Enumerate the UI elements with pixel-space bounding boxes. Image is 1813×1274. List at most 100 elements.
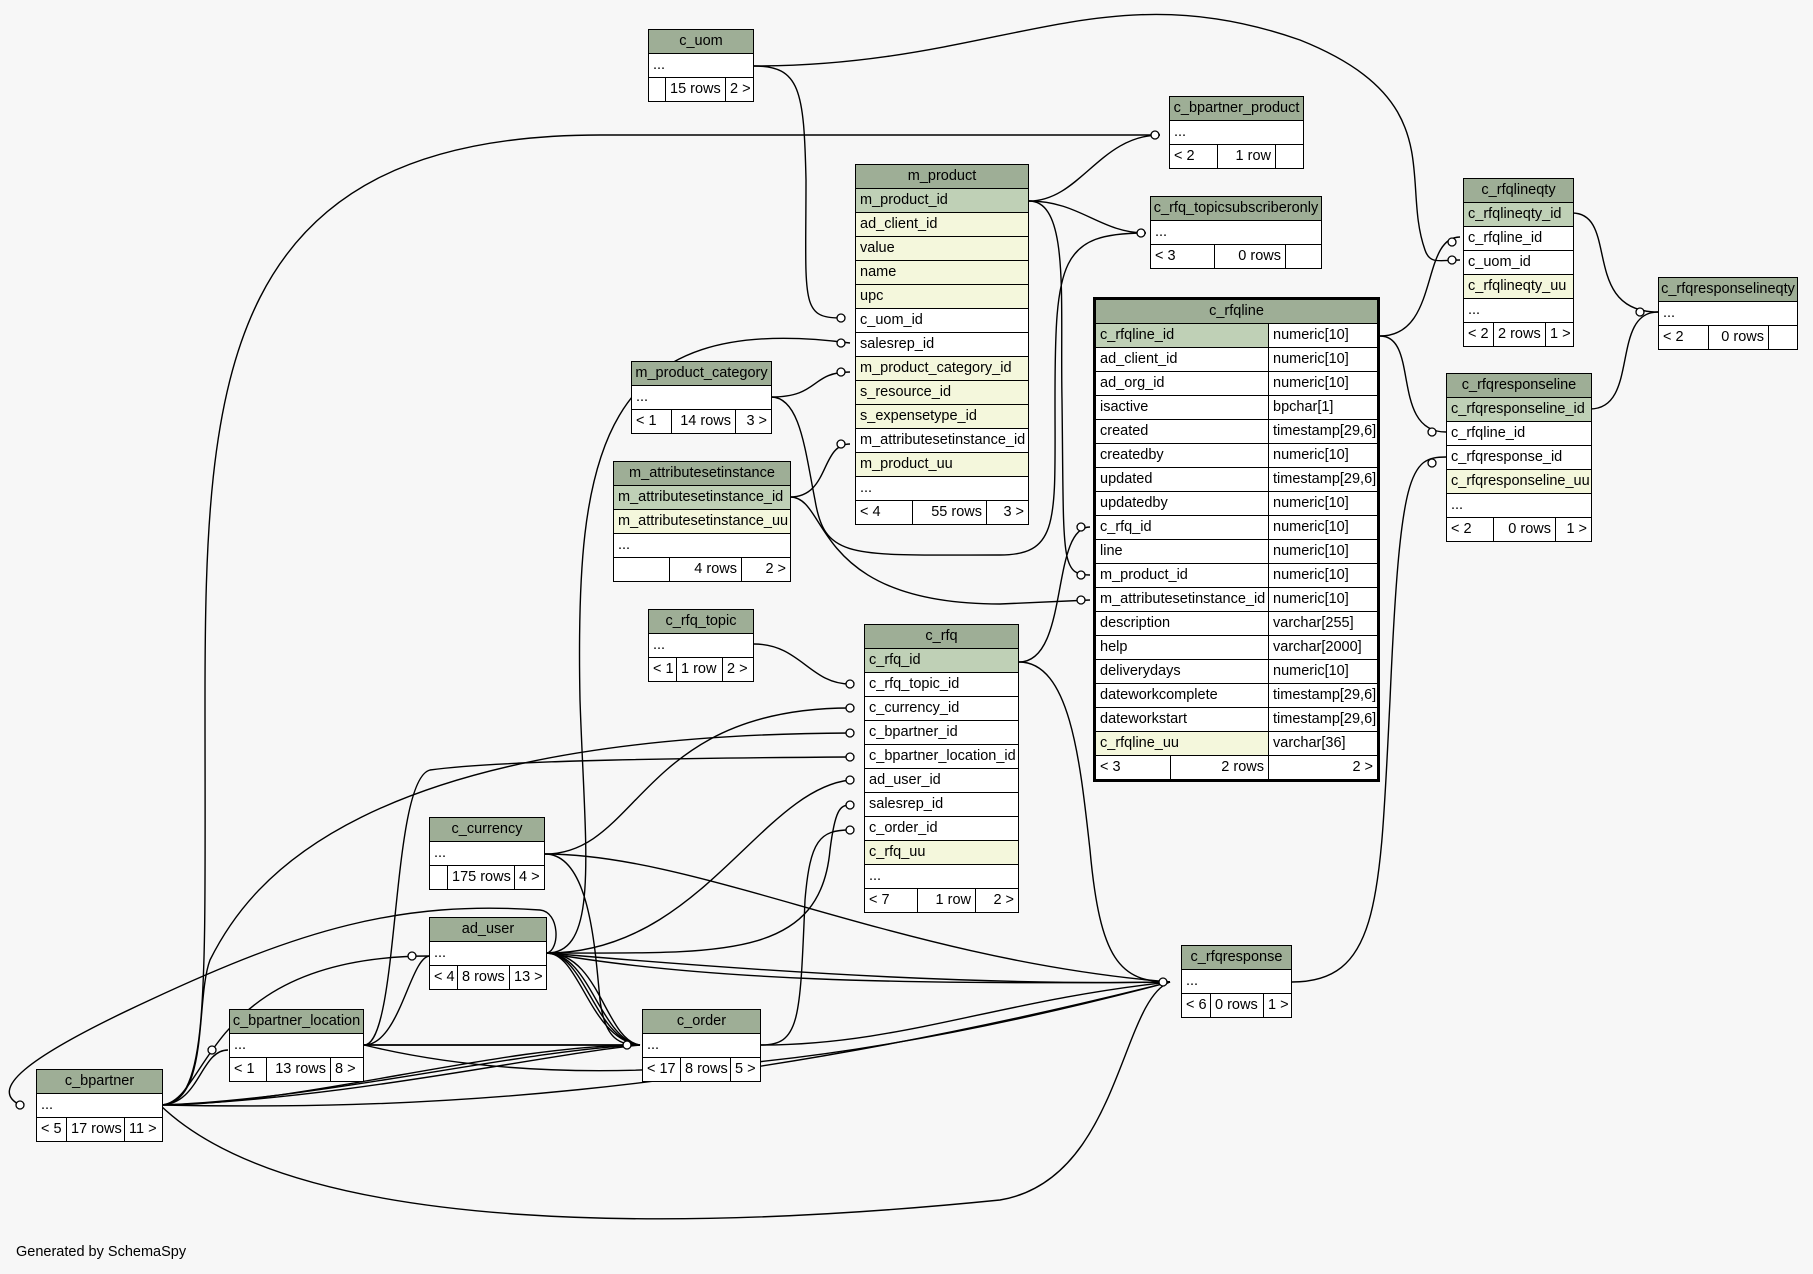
table-ad_user[interactable]: ad_user ... < 4 8 rows 13 > — [429, 917, 547, 990]
table-row: c_bpartner_id — [865, 721, 1018, 745]
table-row: c_order_id — [865, 817, 1018, 841]
table-header: m_product_category — [632, 362, 771, 386]
table-row: c_rfqlineqty_id — [1464, 203, 1573, 227]
table-footer: < 6 0 rows 1 > — [1182, 994, 1291, 1017]
table-row: c_rfqresponse_id — [1447, 446, 1591, 470]
table-c_rfqresponseline[interactable]: c_rfqresponseline c_rfqresponseline_id c… — [1446, 373, 1592, 542]
table-row: ... — [649, 54, 753, 78]
table-c_rfqresponse[interactable]: c_rfqresponse ... < 6 0 rows 1 > — [1181, 945, 1292, 1018]
table-row: m_attributesetinstance_id — [856, 429, 1028, 453]
table-row: ... — [856, 477, 1028, 501]
table-header: c_order — [643, 1010, 760, 1034]
table-c_uom[interactable]: c_uom ... 15 rows 2 > — [648, 29, 754, 102]
table-row: c_bpartner_location_id — [865, 745, 1018, 769]
table-c_bpartner_product[interactable]: c_bpartner_product ... < 2 1 row — [1169, 96, 1304, 169]
table-c_rfq[interactable]: c_rfq c_rfq_id c_rfq_topic_id c_currency… — [864, 624, 1019, 913]
table-row: ... — [1182, 970, 1291, 994]
table-header: c_rfq_topic — [649, 610, 753, 634]
table-header: c_rfqlineqty — [1464, 179, 1573, 203]
table-c_rfq_topic[interactable]: c_rfq_topic ... < 1 1 row 2 > — [648, 609, 754, 682]
table-footer: 4 rows 2 > — [614, 558, 790, 581]
table-row: ... — [865, 865, 1018, 889]
table-row: ... — [1170, 121, 1303, 145]
table-footer: < 17 8 rows 5 > — [643, 1058, 760, 1081]
table-header: c_uom — [649, 30, 753, 54]
generated-by-credit: Generated by SchemaSpy — [16, 1244, 187, 1260]
table-footer: 175 rows 4 > — [430, 866, 544, 889]
table-row: ... — [1464, 299, 1573, 323]
table-footer: < 2 0 rows 1 > — [1447, 518, 1591, 541]
table-footer: < 4 55 rows 3 > — [856, 501, 1028, 524]
table-row: s_resource_id — [856, 381, 1028, 405]
table-header: c_currency — [430, 818, 544, 842]
table-row: ... — [643, 1034, 760, 1058]
table-c_rfqresponselineqty[interactable]: c_rfqresponselineqty ... < 2 0 rows — [1658, 277, 1798, 350]
table-row: value — [856, 237, 1028, 261]
table-row: ... — [37, 1094, 162, 1118]
table-row: c_rfqline_id — [1464, 227, 1573, 251]
table-header: ad_user — [430, 918, 546, 942]
table-row: c_uom_id — [1464, 251, 1573, 275]
table-footer: 15 rows 2 > — [649, 78, 753, 101]
table-row: ... — [632, 386, 771, 410]
table-row: ... — [1151, 221, 1321, 245]
table-header: c_rfq_topicsubscriberonly — [1151, 197, 1321, 221]
table-footer: < 1 1 row 2 > — [649, 658, 753, 681]
table-header: c_rfqline — [1096, 300, 1377, 324]
table-c_bpartner[interactable]: c_bpartner ... < 5 17 rows 11 > — [36, 1069, 163, 1142]
table-row: ad_client_id — [856, 213, 1028, 237]
table-row: m_attributesetinstance_id — [614, 486, 790, 510]
table-row: ... — [614, 534, 790, 558]
table-row: c_rfqresponseline_uu — [1447, 470, 1591, 494]
table-footer: < 5 17 rows 11 > — [37, 1118, 162, 1141]
table-c_currency[interactable]: c_currency ... 175 rows 4 > — [429, 817, 545, 890]
table-c_order[interactable]: c_order ... < 17 8 rows 5 > — [642, 1009, 761, 1082]
table-header: c_rfq — [865, 625, 1018, 649]
table-m_product_category[interactable]: m_product_category ... < 1 14 rows 3 > — [631, 361, 772, 434]
table-row: c_rfqline_id — [1447, 422, 1591, 446]
table-row: salesrep_id — [865, 793, 1018, 817]
table-m_product[interactable]: m_product m_product_id ad_client_id valu… — [855, 164, 1029, 525]
table-row: c_uom_id — [856, 309, 1028, 333]
table-header: c_bpartner — [37, 1070, 162, 1094]
table-row: ... — [430, 842, 544, 866]
table-footer: < 2 1 row — [1170, 145, 1303, 168]
table-footer: < 4 8 rows 13 > — [430, 966, 546, 989]
table-row: c_rfqlineqty_uu — [1464, 275, 1573, 299]
table-row: name — [856, 261, 1028, 285]
table-header: c_bpartner_location — [230, 1010, 363, 1034]
table-row: salesrep_id — [856, 333, 1028, 357]
table-c_rfqlineqty[interactable]: c_rfqlineqty c_rfqlineqty_id c_rfqline_i… — [1463, 178, 1574, 347]
table-header: c_bpartner_product — [1170, 97, 1303, 121]
table-c_rfq_topicsubscriberonly[interactable]: c_rfq_topicsubscriberonly ... < 3 0 rows — [1150, 196, 1322, 269]
table-row: ad_user_id — [865, 769, 1018, 793]
table-header: c_rfqresponse — [1182, 946, 1291, 970]
table-row: m_product_category_id — [856, 357, 1028, 381]
table-m_attributesetinstance[interactable]: m_attributesetinstance m_attributesetins… — [613, 461, 791, 582]
table-c_bpartner_location[interactable]: c_bpartner_location ... < 1 13 rows 8 > — [229, 1009, 364, 1082]
table-footer: < 2 0 rows — [1659, 326, 1797, 349]
table-header: m_product — [856, 165, 1028, 189]
table-row: c_rfq_topic_id — [865, 673, 1018, 697]
table-row: c_rfqresponseline_id — [1447, 398, 1591, 422]
table-row: ... — [430, 942, 546, 966]
table-row: ... — [230, 1034, 363, 1058]
table-footer: < 3 0 rows — [1151, 245, 1321, 268]
table-footer: < 1 14 rows 3 > — [632, 410, 771, 433]
table-row: ... — [1447, 494, 1591, 518]
